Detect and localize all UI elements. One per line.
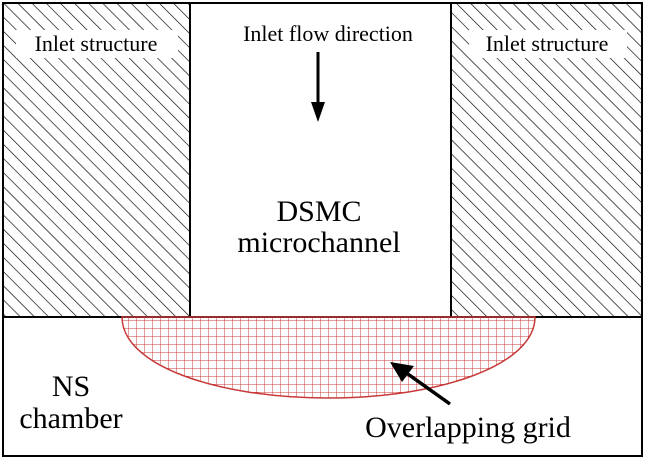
ns-label-line2: chamber xyxy=(19,402,122,435)
inlet-structure-right-label: Inlet structure xyxy=(486,31,609,56)
overlapping-grid-arrow xyxy=(390,362,452,406)
inlet-structure-right-label-bg xyxy=(469,30,627,58)
dsmc-microchannel-region xyxy=(189,2,452,318)
overlapping-grid-label: Overlapping grid xyxy=(365,411,571,444)
dsmc-label-line2: microchannel xyxy=(237,226,400,259)
inlet-flow-arrow xyxy=(311,52,325,122)
dsmc-label-line1: DSMC xyxy=(276,195,361,228)
inlet-flow-direction-label: Inlet flow direction xyxy=(243,21,413,46)
inlet-structure-left-label: Inlet structure xyxy=(35,31,158,56)
overlapping-grid-region xyxy=(121,316,536,399)
ns-label-line1: NS xyxy=(52,370,90,403)
inlet-structure-left-label-bg xyxy=(16,30,178,58)
